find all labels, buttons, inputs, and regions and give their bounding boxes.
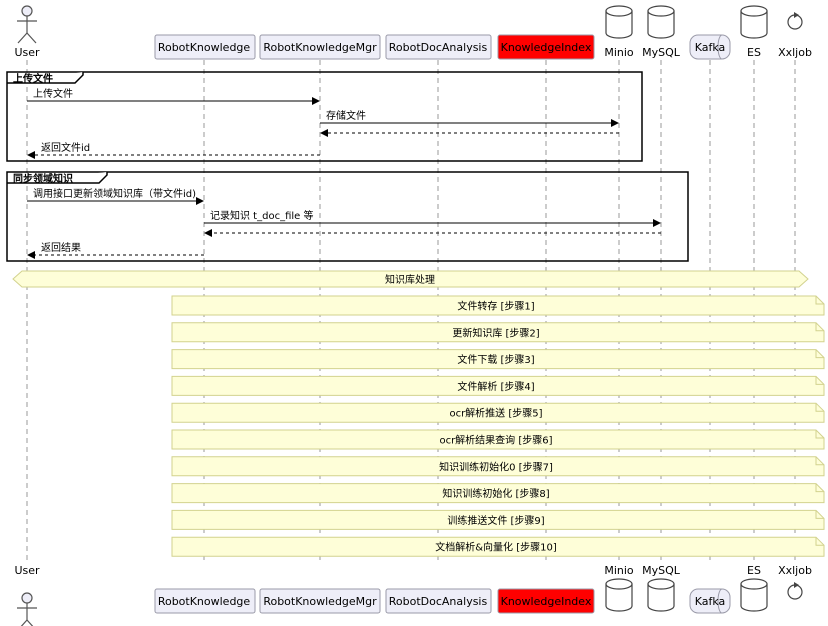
participant-box [259, 588, 381, 614]
step-note: 更新知识库 [步骤2] [171, 322, 825, 343]
participant-label: RobotKnowledgeMgr [263, 41, 377, 54]
participant-label: MySQL [642, 564, 681, 577]
step-note: 文件解析 [步骤4] [171, 375, 825, 396]
participant-box [385, 34, 492, 60]
queue-icon [689, 588, 731, 614]
participant-minio: Minio [604, 564, 634, 612]
participant-box [154, 34, 256, 60]
participant-user: User [14, 564, 40, 626]
participant-es: ES [740, 564, 768, 612]
step-note: 文档解析&向量化 [步骤10] [171, 536, 825, 557]
participant-box [385, 588, 492, 614]
step-label: 文件解析 [步骤4] [457, 380, 534, 393]
step-note: 训练推送文件 [步骤9] [171, 509, 825, 530]
group-frame: 同步领域知识 [6, 171, 689, 262]
database-icon [605, 5, 633, 39]
database-icon [647, 5, 675, 39]
step-note: 知识训练初始化 [步骤8] [171, 483, 825, 504]
step-label: 知识训练初始化 [步骤8] [442, 487, 549, 500]
step-label: 文件下载 [步骤3] [457, 353, 534, 366]
control-icon [787, 582, 803, 600]
participant-xxljob: Xxljob [778, 12, 812, 59]
database-icon [740, 578, 768, 612]
participant-mysql: MySQL [642, 5, 681, 59]
actor-icon [17, 592, 37, 626]
database-icon [647, 578, 675, 612]
group-title: 同步领域知识 [13, 172, 73, 185]
message-label: 返回结果 [41, 241, 81, 254]
actor-icon [17, 5, 37, 44]
participant-label: Xxljob [778, 564, 812, 577]
step-label: 文件转存 [步骤1] [457, 300, 534, 313]
divider-banner: 知识库处理 [12, 270, 809, 288]
group-frame: 上传文件 [6, 71, 643, 162]
participant-rk: RobotKnowledge [154, 34, 256, 60]
step-note: 文件转存 [步骤1] [171, 295, 825, 316]
participant-mysql: MySQL [642, 564, 681, 612]
message: 返回结果 [27, 241, 204, 259]
database-icon [605, 578, 633, 612]
participant-rda: RobotDocAnalysis [385, 588, 492, 614]
participant-box [154, 588, 256, 614]
step-label: 文档解析&向量化 [步骤10] [435, 541, 557, 554]
participant-label: Kafka [695, 595, 726, 608]
participant-label: Minio [604, 564, 634, 577]
participant-label: ES [747, 564, 761, 577]
step-note: 文件下载 [步骤3] [171, 349, 825, 370]
message: 记录知识 t_doc_file 等 [204, 209, 661, 227]
message-label: 记录知识 t_doc_file 等 [210, 209, 313, 222]
participant-kafka: Kafka [689, 34, 731, 60]
participant-box [259, 34, 381, 60]
queue-icon [689, 34, 731, 60]
participant-label: ES [747, 46, 761, 59]
divider-label: 知识库处理 [385, 273, 435, 286]
participant-rk: RobotKnowledge [154, 588, 256, 614]
message: 返回文件id [27, 141, 320, 159]
message: 上传文件 [27, 87, 320, 105]
message: 存储文件 [320, 109, 619, 127]
participant-label: RobotKnowledge [158, 595, 251, 608]
participant-label: RobotDocAnalysis [389, 595, 488, 608]
step-label: ocr解析推送 [步骤5] [449, 407, 542, 420]
participant-label: KnowledgeIndex [501, 595, 592, 608]
step-note: ocr解析推送 [步骤5] [171, 402, 825, 423]
participant-label: RobotDocAnalysis [389, 41, 488, 54]
participant-minio: Minio [604, 5, 634, 59]
step-note: ocr解析结果查询 [步骤6] [171, 429, 825, 450]
participant-rkm: RobotKnowledgeMgr [259, 588, 381, 614]
message: 调用接口更新领域知识库（带文件id) [27, 187, 204, 205]
participant-label: RobotKnowledge [158, 41, 251, 54]
step-note: 知识训练初始化0 [步骤7] [171, 456, 825, 477]
message-label: 存储文件 [326, 109, 366, 122]
participant-box [497, 34, 595, 60]
control-icon [787, 12, 803, 30]
group-title: 上传文件 [13, 72, 53, 85]
participant-label: Kafka [695, 41, 726, 54]
participant-es: ES [740, 5, 768, 59]
participant-label: RobotKnowledgeMgr [263, 595, 377, 608]
step-label: 知识训练初始化0 [步骤7] [439, 460, 553, 473]
participant-ki: KnowledgeIndex [497, 588, 595, 614]
participant-rkm: RobotKnowledgeMgr [259, 34, 381, 60]
database-icon [740, 5, 768, 39]
participant-label: User [14, 46, 40, 59]
step-label: 训练推送文件 [步骤9] [447, 514, 544, 527]
participant-box [497, 588, 595, 614]
step-label: 更新知识库 [步骤2] [452, 326, 539, 339]
participant-kafka: Kafka [689, 588, 731, 614]
participant-ki: KnowledgeIndex [497, 34, 595, 60]
participant-user: User [14, 5, 40, 59]
participant-xxljob: Xxljob [778, 564, 812, 600]
participant-label: Minio [604, 46, 634, 59]
message-label: 调用接口更新领域知识库（带文件id) [33, 187, 196, 200]
message-label: 上传文件 [33, 87, 73, 100]
step-label: ocr解析结果查询 [步骤6] [439, 434, 552, 447]
participant-label: KnowledgeIndex [501, 41, 592, 54]
participant-label: MySQL [642, 46, 681, 59]
participant-rda: RobotDocAnalysis [385, 34, 492, 60]
message-label: 返回文件id [41, 141, 90, 154]
participant-label: User [14, 564, 40, 577]
participant-label: Xxljob [778, 46, 812, 59]
